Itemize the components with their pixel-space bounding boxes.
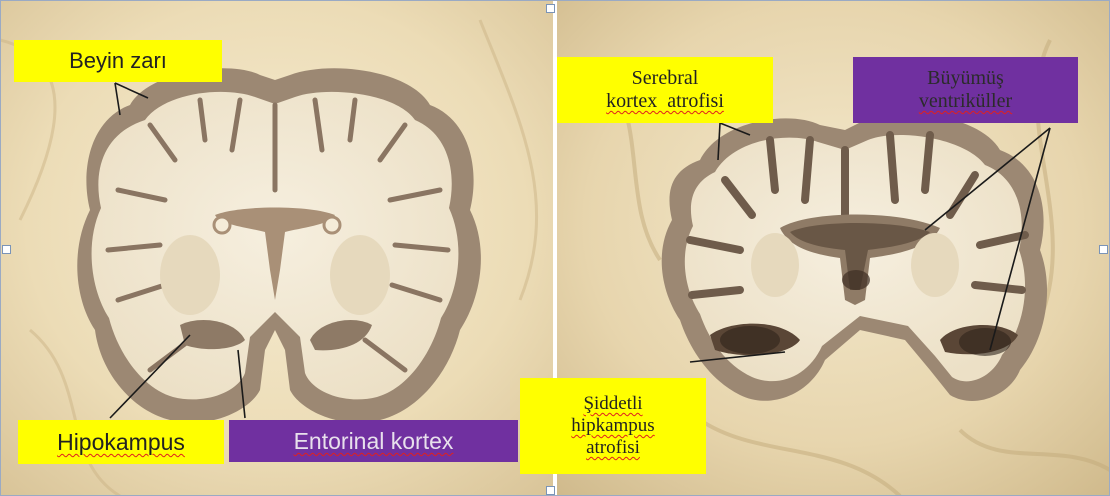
label-siddetli-line3: atrofisi — [586, 437, 640, 459]
label-buyumus-line1: Büyümüş — [927, 67, 1004, 90]
resize-handle-left[interactable] — [2, 245, 11, 254]
label-serebral-line2: kortex atrofisi — [606, 90, 724, 113]
resize-handle-right[interactable] — [1099, 245, 1108, 254]
label-beyin-zari: Beyin zarı — [14, 40, 222, 82]
label-buyumus-line2: ventriküller — [919, 90, 1012, 113]
label-entorinal-kortex: Entorinal kortex — [229, 420, 518, 462]
resize-handle-top[interactable] — [546, 4, 555, 13]
label-buyumus-ventrikuller: Büyümüş ventriküller — [853, 57, 1078, 123]
label-siddetli-line1: Şiddetli — [583, 393, 642, 415]
label-siddetli-hipkampus-atrofisi: Şiddetli hipkampus atrofisi — [520, 378, 706, 474]
label-serebral-line1: Serebral — [632, 67, 699, 90]
label-hipokampus: Hipokampus — [18, 420, 224, 464]
label-entorinal-kortex-text: Entorinal kortex — [294, 428, 454, 454]
resize-handle-bottom[interactable] — [546, 486, 555, 495]
label-siddetli-line2: hipkampus — [571, 415, 654, 437]
label-hipokampus-text: Hipokampus — [57, 429, 185, 455]
label-serebral-kortex-atrofisi: Serebral kortex atrofisi — [557, 57, 773, 123]
label-beyin-zari-text: Beyin zarı — [69, 48, 167, 73]
